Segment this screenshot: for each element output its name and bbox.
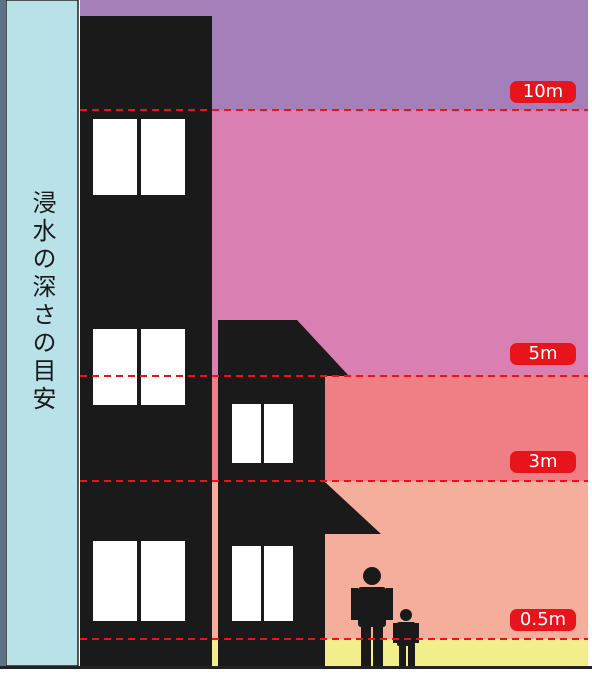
window xyxy=(141,329,185,405)
window xyxy=(93,119,137,195)
window xyxy=(232,546,261,621)
adult-person-icon xyxy=(351,567,393,666)
house-window-lower xyxy=(232,546,293,621)
window xyxy=(93,329,137,405)
tall-building xyxy=(80,16,212,666)
ground-line xyxy=(0,666,592,669)
window xyxy=(141,541,185,621)
house-window-upper xyxy=(232,404,293,463)
tall-building-window-floor3 xyxy=(93,119,185,195)
window xyxy=(141,119,185,195)
house xyxy=(218,320,381,666)
side-title: 浸水の深さの目安 xyxy=(28,190,56,414)
window xyxy=(264,404,293,463)
depth-label-5m: 5m xyxy=(510,343,576,365)
tall-building-window-floor1 xyxy=(93,541,185,621)
window xyxy=(93,541,137,621)
child-person-icon xyxy=(393,609,419,666)
depth-label-10m: 10m xyxy=(510,81,576,103)
depth-label-0-5m: 0.5m xyxy=(510,609,576,631)
left-edge-texture xyxy=(0,0,6,666)
window xyxy=(232,404,261,463)
tall-building-window-floor2 xyxy=(93,329,185,405)
depth-label-3m: 3m xyxy=(510,451,576,473)
window xyxy=(264,546,293,621)
